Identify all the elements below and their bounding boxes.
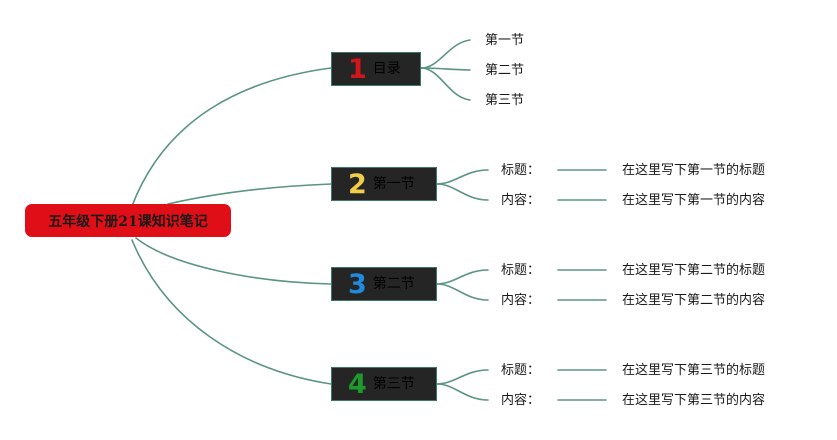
connector-toc-item-1 — [420, 39, 471, 69]
detail-title-value[interactable]: 在这里写下第三节的标题 — [622, 363, 766, 378]
connector-s1-content — [436, 183, 489, 201]
section-number-4: 4 — [348, 368, 367, 400]
section-number-2: 2 — [348, 168, 367, 200]
detail-content-key: 内容： — [501, 193, 541, 208]
detail-content-value[interactable]: 在这里写下第三节的内容 — [622, 393, 766, 408]
section-node-part-2[interactable]: 3 第二节 — [331, 267, 437, 301]
detail-content-value[interactable]: 在这里写下第一节的内容 — [622, 193, 766, 208]
connector-s2-content — [436, 283, 489, 301]
detail-content-value[interactable]: 在这里写下第二节的内容 — [622, 293, 766, 308]
section-label-part-3: 第三节 — [372, 376, 415, 392]
section-label-toc: 目录 — [372, 61, 401, 77]
section-label-part-1: 第一节 — [372, 176, 415, 192]
root-node[interactable]: 五年级下册21课知识笔记 — [25, 204, 231, 237]
toc-item[interactable]: 第二节 — [485, 63, 525, 78]
section-number-1: 1 — [348, 53, 367, 85]
detail-title-key: 标题： — [501, 163, 541, 178]
toc-item[interactable]: 第三节 — [485, 93, 525, 108]
connector-s2-title — [436, 269, 489, 285]
detail-title-key: 标题： — [501, 263, 541, 278]
toc-item[interactable]: 第一节 — [485, 33, 525, 48]
connector-s3-title — [436, 369, 489, 385]
section-node-part-3[interactable]: 4 第三节 — [331, 367, 437, 401]
connector-s1-title — [436, 169, 489, 185]
detail-content-key: 内容： — [501, 293, 541, 308]
section-label-part-2: 第二节 — [372, 276, 415, 292]
connector-s3-content — [436, 383, 489, 401]
detail-title-key: 标题： — [501, 363, 541, 378]
connector-root-to-section-1 — [167, 183, 332, 205]
connector-root-to-section-3 — [131, 239, 332, 385]
section-node-part-1[interactable]: 2 第一节 — [331, 167, 437, 201]
detail-title-value[interactable]: 在这里写下第二节的标题 — [622, 263, 766, 278]
connector-toc-item-3 — [420, 67, 471, 101]
connector-root-to-toc — [131, 67, 332, 207]
section-node-toc[interactable]: 1 目录 — [331, 52, 421, 86]
detail-content-key: 内容： — [501, 393, 541, 408]
connector-root-to-section-2 — [135, 237, 332, 285]
detail-title-value[interactable]: 在这里写下第一节的标题 — [622, 163, 766, 178]
section-number-3: 3 — [348, 268, 367, 300]
root-node-label: 五年级下册21课知识笔记 — [48, 213, 208, 230]
